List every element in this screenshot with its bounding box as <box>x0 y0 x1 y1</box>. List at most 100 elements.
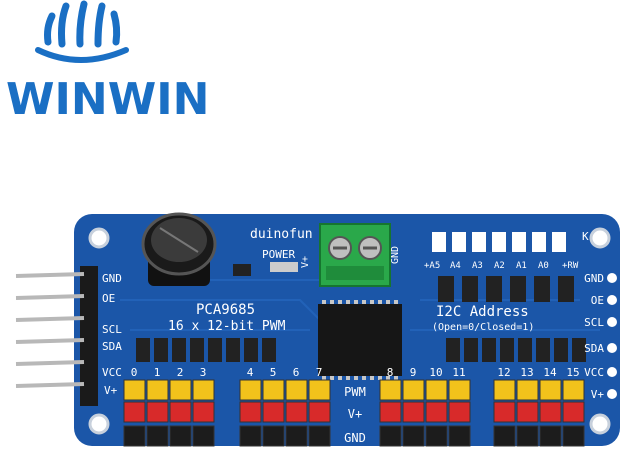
header-pin-gnd <box>516 425 539 447</box>
header-pin-gnd <box>262 425 285 447</box>
channel-label: 11 <box>452 366 465 379</box>
header-pin-vplus <box>516 401 539 423</box>
logo-text: WINWIN <box>6 74 209 125</box>
header-pin-vplus <box>262 401 285 423</box>
right-pads <box>607 273 617 399</box>
header-pin-pwm <box>123 379 146 401</box>
left-header <box>15 266 98 406</box>
header-pin-pwm <box>562 379 585 401</box>
header-pin-pwm <box>425 379 448 401</box>
row-label-pwm: PWM <box>344 385 366 399</box>
header-pin-pwm <box>239 379 262 401</box>
addr-bit-label: A2 <box>494 261 505 271</box>
channel-label: 15 <box>566 366 579 379</box>
channel-label: 9 <box>410 366 417 379</box>
chip-name-label: PCA9685 <box>196 302 255 318</box>
header-pin-vplus <box>169 401 192 423</box>
i2c-address-title: I2C Address <box>436 304 529 320</box>
electrolytic-capacitor <box>141 212 217 286</box>
header-pin-pwm <box>146 379 169 401</box>
left-pin-label: SDA <box>102 340 122 353</box>
resistor-r1 <box>233 264 251 276</box>
header-pin-vplus <box>425 401 448 423</box>
header-pin-gnd <box>239 425 262 447</box>
channel-label: 4 <box>247 366 254 379</box>
header-pin-gnd <box>448 425 471 447</box>
addr-bit-label: A1 <box>516 261 527 271</box>
header-pin-pwm <box>308 379 331 401</box>
header-pin-vplus <box>448 401 471 423</box>
right-pin-label: GND <box>584 272 604 285</box>
channel-label: 10 <box>429 366 442 379</box>
i2c-address-note: (Open=0/Closed=1) <box>432 322 534 333</box>
channel-label: 2 <box>177 366 184 379</box>
channel-label: 14 <box>543 366 557 379</box>
power-led <box>270 262 298 272</box>
right-pin-label: OE <box>591 294 604 307</box>
right-pin-label: V+ <box>591 388 605 401</box>
header-pin-gnd <box>539 425 562 447</box>
header-pin-vplus <box>146 401 169 423</box>
header-pin-gnd <box>425 425 448 447</box>
power-label: POWER <box>262 248 295 261</box>
header-pin-pwm <box>379 379 402 401</box>
servo-headers <box>123 379 585 447</box>
mounting-holes <box>88 227 611 435</box>
header-pin-pwm <box>262 379 285 401</box>
logo-flame-icon <box>35 0 129 63</box>
header-pin-gnd <box>562 425 585 447</box>
header-pin-gnd <box>285 425 308 447</box>
header-pin-pwm <box>402 379 425 401</box>
address-jumpers <box>432 232 574 302</box>
header-pin-vplus <box>192 401 215 423</box>
k-label: K <box>582 230 589 243</box>
header-pin-pwm <box>192 379 215 401</box>
header-pin-gnd <box>493 425 516 447</box>
header-pin-pwm <box>539 379 562 401</box>
header-pin-vplus <box>123 401 146 423</box>
header-pin-gnd <box>192 425 215 447</box>
row-label-gnd: GND <box>344 431 366 445</box>
header-pin-gnd <box>123 425 146 447</box>
header-pin-vplus <box>308 401 331 423</box>
channel-label: 8 <box>387 366 394 379</box>
header-pin-vplus <box>379 401 402 423</box>
header-pin-gnd <box>146 425 169 447</box>
header-pin-vplus <box>402 401 425 423</box>
right-pin-label: SDA <box>584 342 604 355</box>
brand-logo: WINWIN <box>6 0 209 125</box>
channel-label: 3 <box>200 366 207 379</box>
left-pin-label: SCL <box>102 323 122 336</box>
left-pin-label: VCC <box>102 366 122 379</box>
channel-label: 1 <box>154 366 161 379</box>
row-label-vplus: V+ <box>348 407 362 421</box>
header-pin-pwm <box>169 379 192 401</box>
header-pin-gnd <box>308 425 331 447</box>
header-pin-pwm <box>448 379 471 401</box>
header-pin-vplus <box>239 401 262 423</box>
header-pin-pwm <box>516 379 539 401</box>
addr-bit-label: A4 <box>450 261 461 271</box>
power-terminal-block <box>319 223 391 287</box>
channel-label: 0 <box>131 366 138 379</box>
channel-label: 5 <box>270 366 277 379</box>
left-pin-label: GND <box>102 272 122 285</box>
terminal-gnd-label: GND <box>390 246 401 264</box>
header-pin-gnd <box>402 425 425 447</box>
channel-label: 6 <box>293 366 300 379</box>
resistor-array-left <box>136 338 276 362</box>
header-pin-vplus <box>285 401 308 423</box>
header-pin-vplus <box>493 401 516 423</box>
addr-bit-label: A3 <box>472 261 483 271</box>
right-pin-label: VCC <box>584 366 604 379</box>
right-pin-label: SCL <box>584 316 604 329</box>
header-pin-pwm <box>493 379 516 401</box>
resistor-array-right <box>446 338 586 362</box>
pwm-subtitle: 16 x 12-bit PWM <box>168 319 286 334</box>
left-pin-label: OE <box>102 292 115 305</box>
channel-label: 13 <box>520 366 533 379</box>
brand-silkscreen: duinofun <box>250 227 313 242</box>
terminal-vplus-label: V+ <box>300 256 311 268</box>
